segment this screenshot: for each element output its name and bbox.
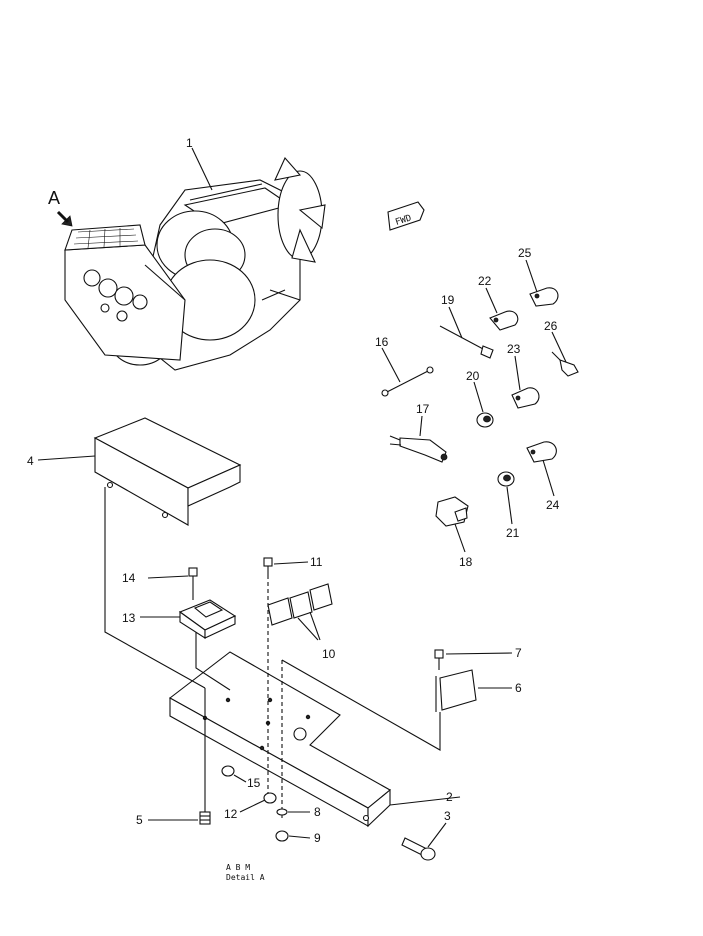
- fan-blades: [274, 156, 326, 263]
- part-11-bolt: [263, 557, 273, 575]
- callout-11: 11: [310, 555, 323, 569]
- callout-leaders: [37, 147, 567, 848]
- callout-25: 25: [518, 246, 532, 260]
- fwd-arrow-icon: FWD: [387, 201, 425, 231]
- part-13-bracket: [178, 599, 237, 640]
- callout-8: 8: [314, 805, 321, 819]
- callout-1: 1: [186, 136, 193, 150]
- callout-2: 2: [446, 790, 453, 804]
- callout-4: 4: [27, 454, 34, 468]
- callout-12: 12: [224, 807, 238, 821]
- callout-10: 10: [322, 647, 336, 661]
- callout-26: 26: [544, 319, 558, 333]
- callout-14: 14: [122, 571, 136, 585]
- view-a-letter: A: [48, 188, 60, 208]
- part-3-bolt: [401, 837, 436, 861]
- callout-18: 18: [459, 555, 473, 569]
- part-18: [435, 496, 469, 527]
- callout-19: 19: [441, 293, 455, 307]
- assembly-lines: [104, 487, 441, 818]
- callout-16: 16: [375, 335, 389, 349]
- callout-13: 13: [122, 611, 136, 625]
- part-5-bolt: [199, 811, 211, 825]
- part-7-bolt: [434, 649, 444, 670]
- part-15-nut: [221, 765, 235, 777]
- callout-labels: 1 2 3 4 5 6 7 8 9 10 11 12 13 14 15 16 1…: [27, 136, 560, 845]
- callout-3: 3: [444, 809, 451, 823]
- part-21: [497, 471, 515, 487]
- part-22-clamp: [489, 310, 519, 331]
- callout-15: 15: [247, 776, 261, 790]
- caption-line-2: Detail A: [226, 873, 265, 882]
- part-9-nut: [275, 830, 289, 842]
- gauge-cluster: [83, 269, 148, 322]
- svg-text:FWD: FWD: [394, 213, 413, 228]
- part-25-clamp: [529, 287, 559, 307]
- callout-24: 24: [546, 498, 560, 512]
- part-24-clamp: [526, 441, 557, 463]
- part-12-nut: [263, 792, 277, 804]
- callout-20: 20: [466, 369, 480, 383]
- callout-17: 17: [416, 402, 430, 416]
- callout-7: 7: [515, 646, 522, 660]
- part-26-clip: [551, 351, 579, 377]
- grille-pattern: [73, 228, 139, 249]
- part-16: [381, 366, 434, 397]
- part-10-relays: [267, 583, 333, 641]
- part-19: [439, 325, 494, 359]
- part-6-plate: [435, 669, 477, 712]
- callout-9: 9: [314, 831, 321, 845]
- base-plate-part-2: [169, 651, 391, 828]
- callout-21: 21: [506, 526, 520, 540]
- engine-assembly: [64, 156, 326, 371]
- cover-part-4: [93, 417, 242, 526]
- callout-23: 23: [507, 342, 521, 356]
- part-14-bolt: [188, 567, 198, 585]
- view-a-arrow-icon: [56, 210, 73, 227]
- part-20: [476, 412, 494, 428]
- caption-line-1: A B M: [226, 863, 250, 872]
- callout-5: 5: [136, 813, 143, 827]
- part-8-washer: [276, 808, 288, 816]
- callout-6: 6: [515, 681, 522, 695]
- callout-22: 22: [478, 274, 492, 288]
- part-17: [389, 435, 448, 463]
- part-23-clamp: [511, 387, 540, 409]
